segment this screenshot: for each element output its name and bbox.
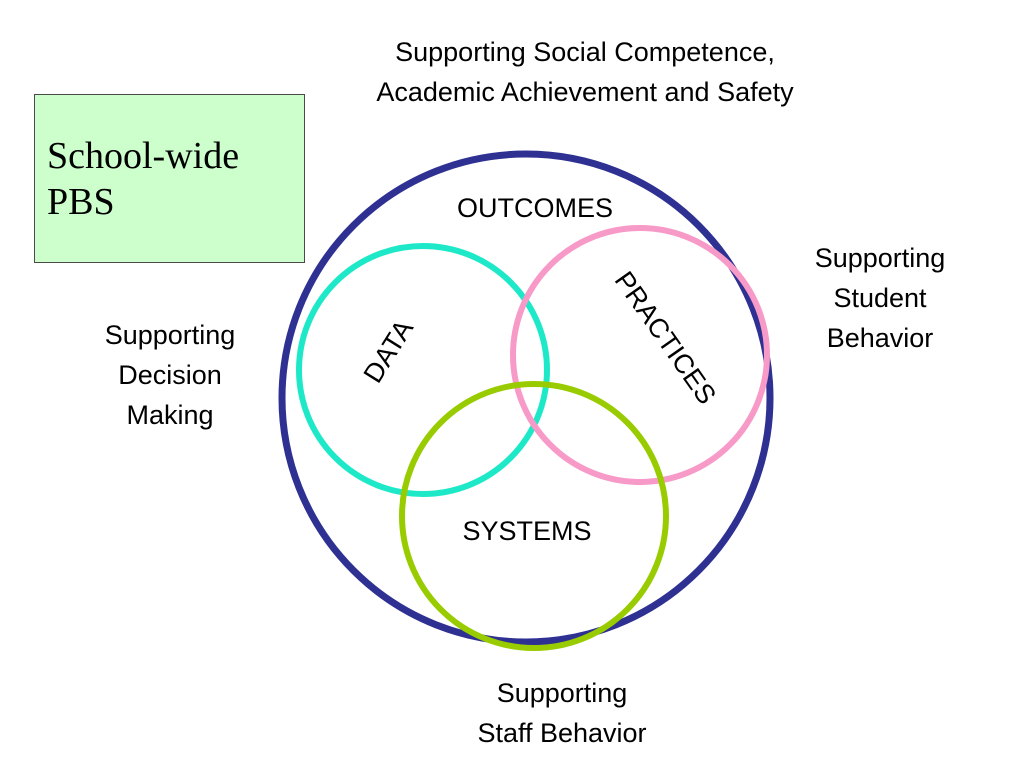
right-label-line-1: Supporting <box>814 243 946 273</box>
right-label: Supporting Student Behavior <box>780 238 980 358</box>
top-label-line-1: Supporting Social Competence, <box>395 37 775 67</box>
title-line-2: PBS <box>47 181 115 223</box>
top-label: Supporting Social Competence, Academic A… <box>300 32 870 112</box>
outcomes-label: OUTCOMES <box>457 193 613 223</box>
practices-label: PRACTICES <box>609 266 722 410</box>
top-label-line-2: Academic Achievement and Safety <box>376 77 794 107</box>
left-label-line-1: Supporting <box>104 320 236 350</box>
data-label: DATA <box>358 314 419 388</box>
left-label-line-3: Making <box>126 400 214 430</box>
systems-circle <box>399 381 669 651</box>
systems-label: SYSTEMS <box>462 516 591 546</box>
bottom-label-line-2: Staff Behavior <box>477 718 647 748</box>
right-label-line-2: Student <box>833 283 927 313</box>
bottom-label-line-1: Supporting <box>496 678 628 708</box>
bottom-label: Supporting Staff Behavior <box>420 673 704 753</box>
left-label: Supporting Decision Making <box>70 315 270 435</box>
title-line-1: School-wide <box>47 135 240 177</box>
title-box: School-wide PBS <box>34 94 305 263</box>
data-circle <box>296 243 550 497</box>
left-label-line-2: Decision <box>118 360 222 390</box>
right-label-line-3: Behavior <box>826 323 934 353</box>
practices-circle <box>510 225 770 485</box>
outcomes-circle <box>278 150 774 646</box>
